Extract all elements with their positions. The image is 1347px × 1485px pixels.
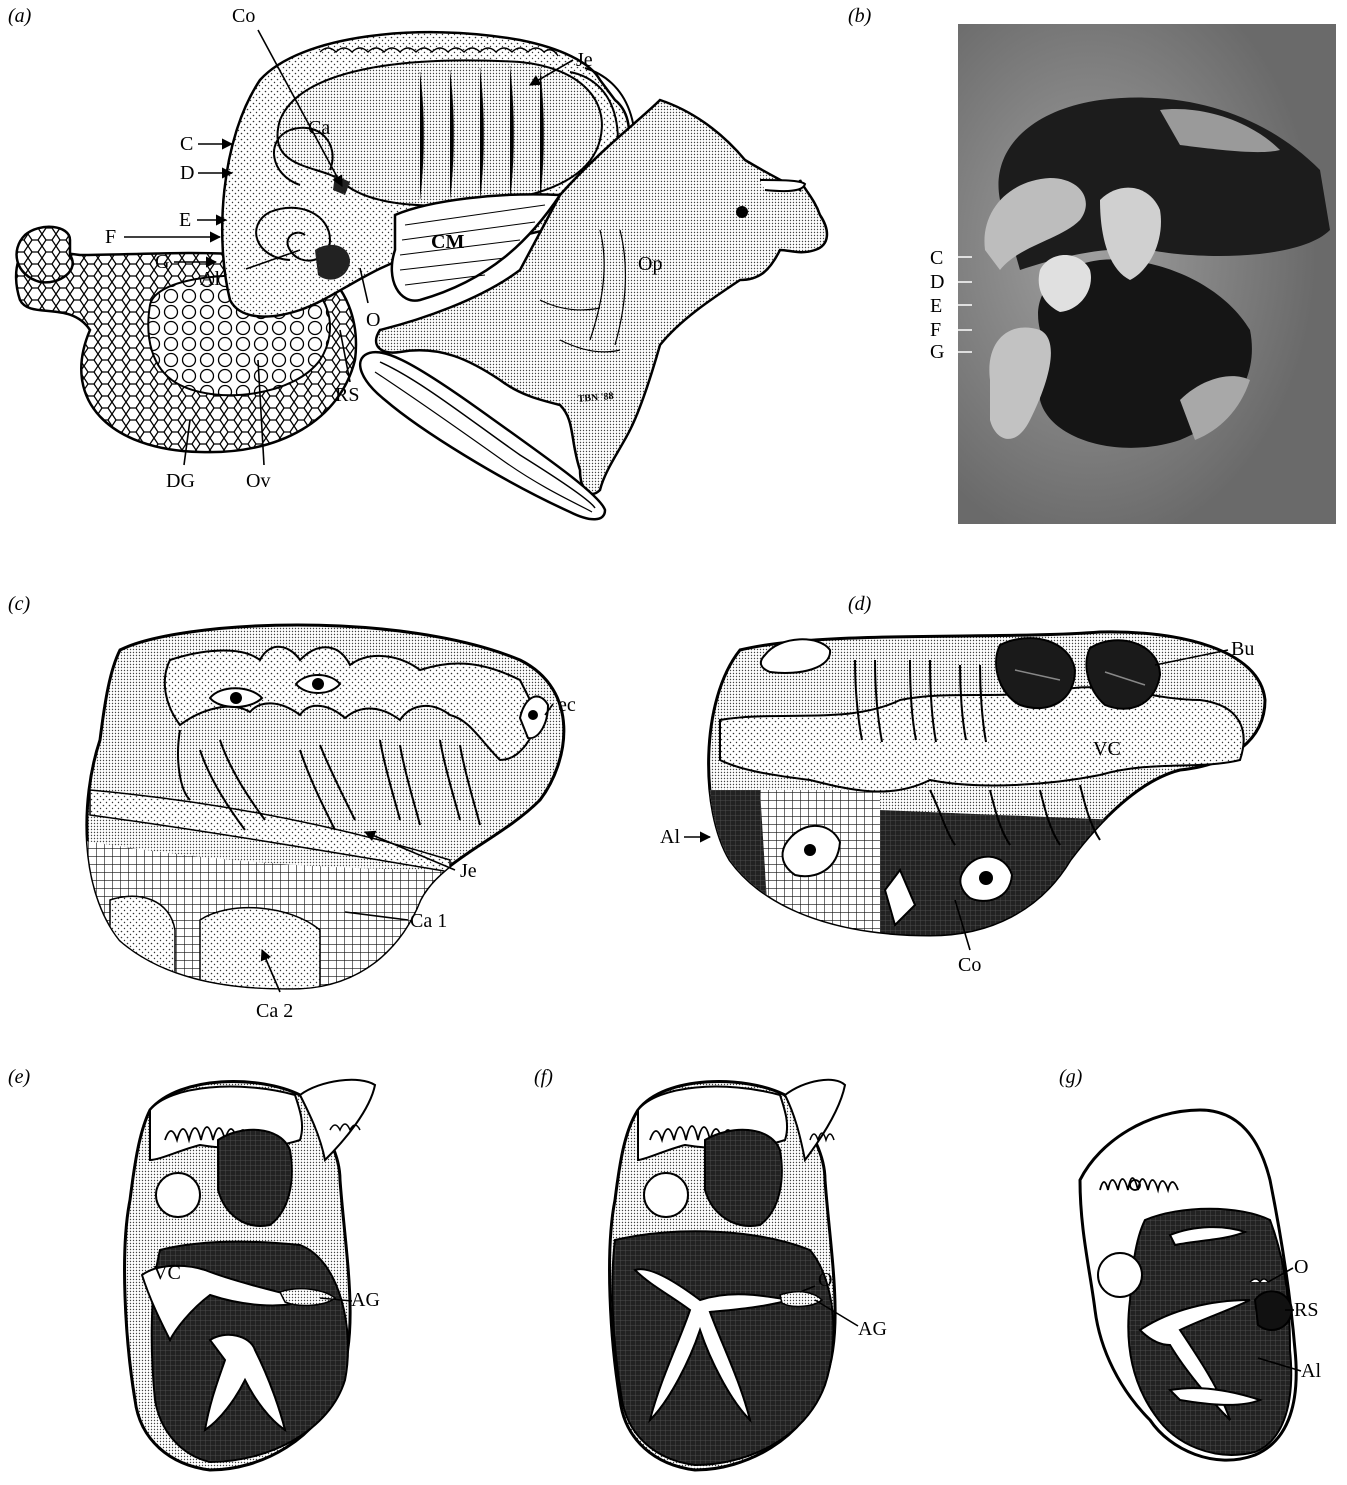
section-g-ring [1098, 1253, 1142, 1297]
label-g-Al: Al [1301, 1360, 1321, 1382]
panel-b-label: (b) [848, 5, 872, 27]
label-b-G: G [930, 341, 944, 363]
caecum-2-region [200, 908, 320, 1000]
label-a-Je: Je [576, 49, 593, 71]
label-b-F: F [930, 319, 941, 341]
label-f-O: O [818, 1269, 832, 1291]
label-a-E: E [179, 209, 191, 231]
panel-e-label: (e) [8, 1066, 31, 1088]
label-f-AG: AG [858, 1318, 887, 1340]
label-a-Op: Op [638, 253, 662, 275]
label-a-Al: Al [200, 268, 220, 290]
label-c-Ca2: Ca 2 [256, 1000, 293, 1022]
section-e-ring [156, 1173, 200, 1217]
label-a-D: D [180, 162, 194, 184]
gland-tip-curl [17, 227, 73, 283]
panel-d: (d) [660, 593, 1265, 976]
panel-d-label: (d) [848, 593, 872, 615]
label-d-Bu: Bu [1231, 638, 1254, 660]
panel-g: (g) O RS Al [1059, 1066, 1321, 1460]
label-d-Al: Al [660, 826, 680, 848]
caecum-1-region [110, 896, 175, 1000]
section-e-upper-dark [218, 1130, 292, 1226]
panel-e: (e) VC AG [8, 1066, 380, 1470]
panel-c-label: (c) [8, 593, 31, 615]
panel-c: (c) [8, 593, 576, 1022]
panel-a-label: (a) [8, 5, 32, 27]
label-a-Ov: Ov [246, 470, 270, 492]
label-c-ec: ec [558, 694, 576, 716]
label-a-Co: Co [232, 5, 255, 27]
eye [736, 206, 748, 218]
label-a-RS: RS [335, 384, 359, 406]
label-a-O: O [366, 309, 380, 331]
label-d-VC: VC [1093, 738, 1121, 760]
label-g-O: O [1294, 1256, 1308, 1278]
section-f-upper-dark [705, 1130, 782, 1226]
label-a-Ca: Ca [308, 117, 330, 139]
label-g-RS: RS [1294, 1299, 1318, 1321]
label-c-Je: Je [460, 860, 477, 882]
label-e-AG: AG [351, 1289, 380, 1311]
panel-f: (f) O AG [534, 1066, 887, 1470]
label-a-G: G [155, 251, 169, 273]
tentacle-upper [760, 180, 805, 191]
section-f-ring [644, 1173, 688, 1217]
label-b-D: D [930, 271, 944, 293]
label-a-DG: DG [166, 470, 195, 492]
label-a-CM: CM [431, 231, 464, 253]
panel-g-label: (g) [1059, 1066, 1083, 1088]
panel-f-label: (f) [534, 1066, 553, 1088]
panel-a: (a) [8, 5, 827, 519]
label-a-F: F [105, 226, 116, 248]
panel-b: (b) C D E F G [848, 5, 1336, 524]
label-c-Ca1: Ca 1 [410, 910, 447, 932]
label-b-E: E [930, 295, 942, 317]
label-b-C: C [930, 247, 943, 269]
albumen-dark-d [700, 790, 770, 950]
label-a-C: C [180, 133, 193, 155]
label-d-Co: Co [958, 954, 981, 976]
label-e-VC: VC [153, 1262, 181, 1284]
